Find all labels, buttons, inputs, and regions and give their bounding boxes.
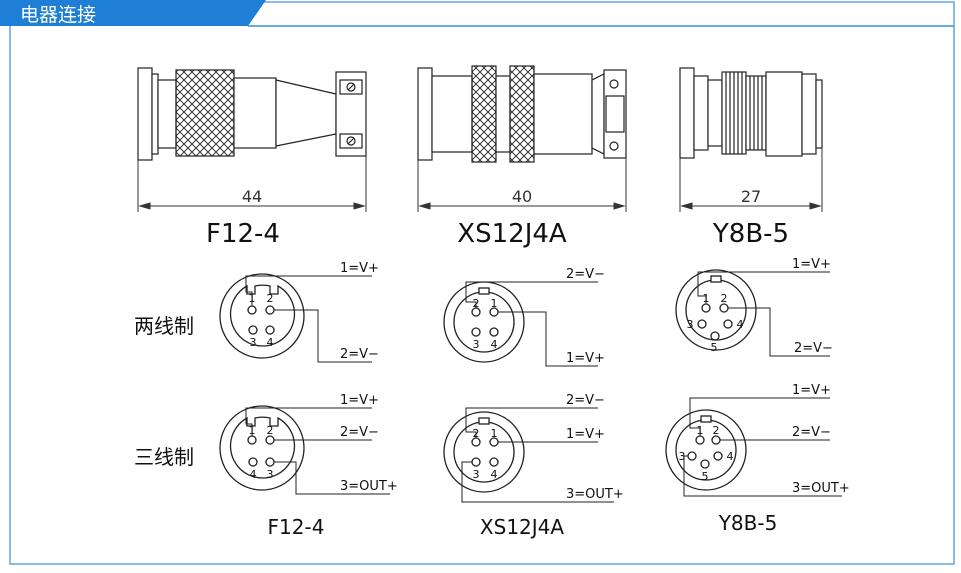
- svg-text:3: 3: [473, 338, 480, 351]
- wire-label-xs12-3w-1: 2=V−: [566, 393, 605, 408]
- svg-text:1: 1: [249, 424, 256, 437]
- pinout-y8b-two-wire: [675, 269, 830, 357]
- svg-text:2: 2: [473, 297, 480, 310]
- wire-label-xs12-2w-bottom: 1=V+: [566, 351, 605, 366]
- wire-label-f12-3w-3: 3=OUT+: [340, 479, 398, 494]
- svg-text:1: 1: [491, 297, 498, 310]
- dimension-y8b-5: [679, 148, 823, 212]
- connector-name-xs12: XS12J4A: [457, 219, 567, 249]
- bottom-label-xs12: XS12J4A: [480, 515, 564, 539]
- svg-text:4: 4: [727, 450, 734, 463]
- svg-text:3: 3: [473, 468, 480, 481]
- svg-text:4: 4: [250, 468, 257, 481]
- svg-text:1: 1: [697, 424, 704, 437]
- connector-xs12j4a-drawing: [417, 65, 627, 163]
- connector-y8b-5-drawing: [679, 67, 823, 159]
- svg-text:1: 1: [249, 292, 256, 305]
- connector-name-f12: F12-4: [206, 219, 280, 249]
- svg-text:3: 3: [679, 450, 686, 463]
- svg-text:3: 3: [267, 468, 274, 481]
- pin-numbers-xs12-3w: 2 1 3 4: [473, 427, 498, 481]
- pinout-y8b-three-wire: [665, 397, 842, 497]
- pinout-f12-three-wire: [219, 405, 390, 495]
- pin-numbers-f12-3w: 1 2 4 3: [249, 424, 274, 481]
- svg-text:2: 2: [713, 424, 720, 437]
- connector-name-y8b: Y8B-5: [712, 219, 789, 249]
- wire-label-f12-2w-top: 1=V+: [340, 261, 379, 276]
- dimension-value-xs12: 40: [512, 187, 532, 206]
- svg-text:1: 1: [703, 292, 710, 305]
- pin-numbers-f12-2w: 1 2 4 3: [249, 292, 274, 349]
- pin-numbers-y8b-3w: 1 2 3 4 5: [679, 424, 734, 483]
- svg-text:4: 4: [491, 468, 498, 481]
- svg-text:1: 1: [491, 427, 498, 440]
- header-title: 电器连接: [20, 4, 96, 26]
- wire-label-y8b-2w-top: 1=V+: [792, 257, 831, 272]
- wire-label-y8b-3w-1: 1=V+: [792, 383, 831, 398]
- svg-text:4: 4: [737, 318, 744, 331]
- svg-text:2: 2: [721, 292, 728, 305]
- dimension-value-y8b: 27: [741, 187, 761, 206]
- wire-label-y8b-3w-2: 2=V−: [792, 425, 831, 440]
- header-tab: [0, 0, 266, 26]
- outer-border: [9, 1, 955, 565]
- svg-text:2: 2: [473, 427, 480, 440]
- pin-numbers-y8b-2w: 1 2 3 4 5: [687, 292, 744, 354]
- wire-label-y8b-3w-3: 3=OUT+: [792, 481, 850, 496]
- svg-text:2: 2: [267, 424, 274, 437]
- wire-label-f12-3w-2: 2=V−: [340, 425, 379, 440]
- connector-f12-4-drawing: [137, 67, 367, 161]
- svg-text:3: 3: [687, 318, 694, 331]
- pinout-xs12-two-wire: [443, 281, 598, 367]
- wire-label-f12-2w-bottom: 2=V−: [340, 347, 379, 362]
- svg-text:4: 4: [267, 336, 274, 349]
- pinout-f12-two-wire: [219, 273, 372, 363]
- svg-text:5: 5: [702, 470, 709, 483]
- bottom-label-y8b: Y8B-5: [718, 511, 778, 535]
- dimension-value-f12: 44: [242, 187, 262, 206]
- row-label-two-wire: 两线制: [134, 314, 194, 338]
- pin-numbers-xs12-2w: 2 1 3 4: [473, 297, 498, 351]
- wire-label-xs12-3w-3: 3=OUT+: [566, 487, 624, 502]
- pinout-xs12-three-wire: [443, 407, 614, 503]
- wire-label-y8b-2w-bottom: 2=V−: [794, 341, 833, 356]
- svg-text:5: 5: [711, 341, 718, 354]
- dimension-xs12j4a: [417, 158, 627, 212]
- dimension-f12-4: [137, 156, 367, 212]
- bottom-label-f12: F12-4: [268, 515, 325, 539]
- svg-text:4: 4: [491, 338, 498, 351]
- wire-label-f12-3w-1: 1=V+: [340, 393, 379, 408]
- wire-label-xs12-2w-top: 2=V−: [566, 267, 605, 282]
- svg-text:3: 3: [250, 336, 257, 349]
- svg-text:2: 2: [267, 292, 274, 305]
- wire-label-xs12-3w-2: 1=V+: [566, 427, 605, 442]
- row-label-three-wire: 三线制: [134, 445, 194, 469]
